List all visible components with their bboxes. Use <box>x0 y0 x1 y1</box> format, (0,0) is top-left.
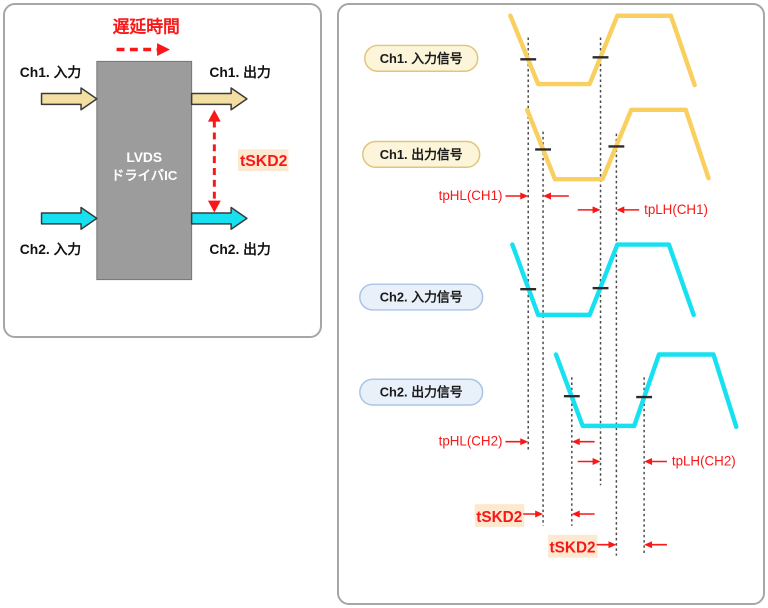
ch1-input-label: Ch1. 入力 <box>20 64 81 80</box>
ch2-output-signal-label: Ch2. 出力信号 <box>380 385 463 400</box>
tphl-ch1-dimension: tpHL(CH1) <box>439 188 569 203</box>
ch2-input-arrow-icon <box>40 206 98 230</box>
tplh-ch2-label: tpLH(CH2) <box>672 453 736 468</box>
ch2-output-label: Ch2. 出力 <box>209 241 270 257</box>
block-diagram-panel: 遅延時間 LVDS ドライバIC Ch1. 入力 Ch1. 出力 Ch2. 入力… <box>3 3 322 338</box>
tskd2-rise-dimension: tSKD2 <box>548 534 667 558</box>
tskd2-fall-highlight <box>474 504 525 527</box>
tplh-ch1-label: tpLH(CH1) <box>644 202 708 217</box>
reference-lines <box>527 37 645 556</box>
tphl-ch2-dimension: tpHL(CH2) <box>439 434 595 449</box>
timing-diagram-panel: Ch1. 入力信号 Ch1. 出力信号 Ch2. 入力信号 Ch2. 出力信号 … <box>337 3 765 605</box>
ch2-output-waveform <box>553 352 739 430</box>
lvds-block-label-line1: LVDS <box>126 149 162 165</box>
tphl-ch1-label: tpHL(CH1) <box>439 188 503 203</box>
ch1-input-pill <box>364 44 479 72</box>
lvds-block-label-line2: ドライバIC <box>111 168 178 183</box>
skew-label-highlight <box>238 149 289 171</box>
ch1-output-pill <box>362 140 481 169</box>
delay-time-label: 遅延時間 <box>113 17 180 37</box>
crossing-ticks <box>520 56 653 399</box>
lvds-driver-block <box>96 60 193 281</box>
ch1-output-arrow-icon <box>190 87 248 111</box>
ch2-output-arrow-icon <box>190 206 248 230</box>
ch2-input-signal-label: Ch2. 入力信号 <box>380 290 463 305</box>
tskd2-fall-dimension: tSKD2 <box>474 504 595 527</box>
ch1-output-label: Ch1. 出力 <box>209 64 270 80</box>
ch2-output-pill <box>359 378 484 406</box>
tphl-ch2-label: tpHL(CH2) <box>439 434 503 449</box>
ch2-input-label: Ch2. 入力 <box>20 241 81 257</box>
tskd2-fall-label: tSKD2 <box>476 509 522 526</box>
signal-pills: Ch1. 入力信号 Ch1. 出力信号 Ch2. 入力信号 Ch2. 出力信号 <box>359 44 484 406</box>
tplh-ch2-dimension: tpLH(CH2) <box>577 453 736 468</box>
tplh-ch1-dimension: tpLH(CH1) <box>577 202 708 217</box>
ch1-input-waveform <box>508 13 697 88</box>
block-diagram-svg: 遅延時間 LVDS ドライバIC Ch1. 入力 Ch1. 出力 Ch2. 入力… <box>20 17 289 281</box>
ch2-input-waveform <box>510 242 696 318</box>
ch1-output-signal-label: Ch1. 出力信号 <box>380 147 463 162</box>
ch2-input-pill <box>359 283 484 311</box>
ch1-output-waveform <box>524 107 711 182</box>
timing-diagram-svg: Ch1. 入力信号 Ch1. 出力信号 Ch2. 入力信号 Ch2. 出力信号 … <box>359 13 739 558</box>
ch1-input-arrow-icon <box>40 87 98 111</box>
skew-double-arrow-icon <box>207 109 221 213</box>
tskd2-rise-highlight <box>548 534 598 558</box>
skew-label: tSKD2 <box>240 153 288 170</box>
delay-arrow-icon <box>116 43 170 56</box>
ch1-input-signal-label: Ch1. 入力信号 <box>380 51 463 66</box>
tskd2-rise-label: tSKD2 <box>550 540 596 557</box>
